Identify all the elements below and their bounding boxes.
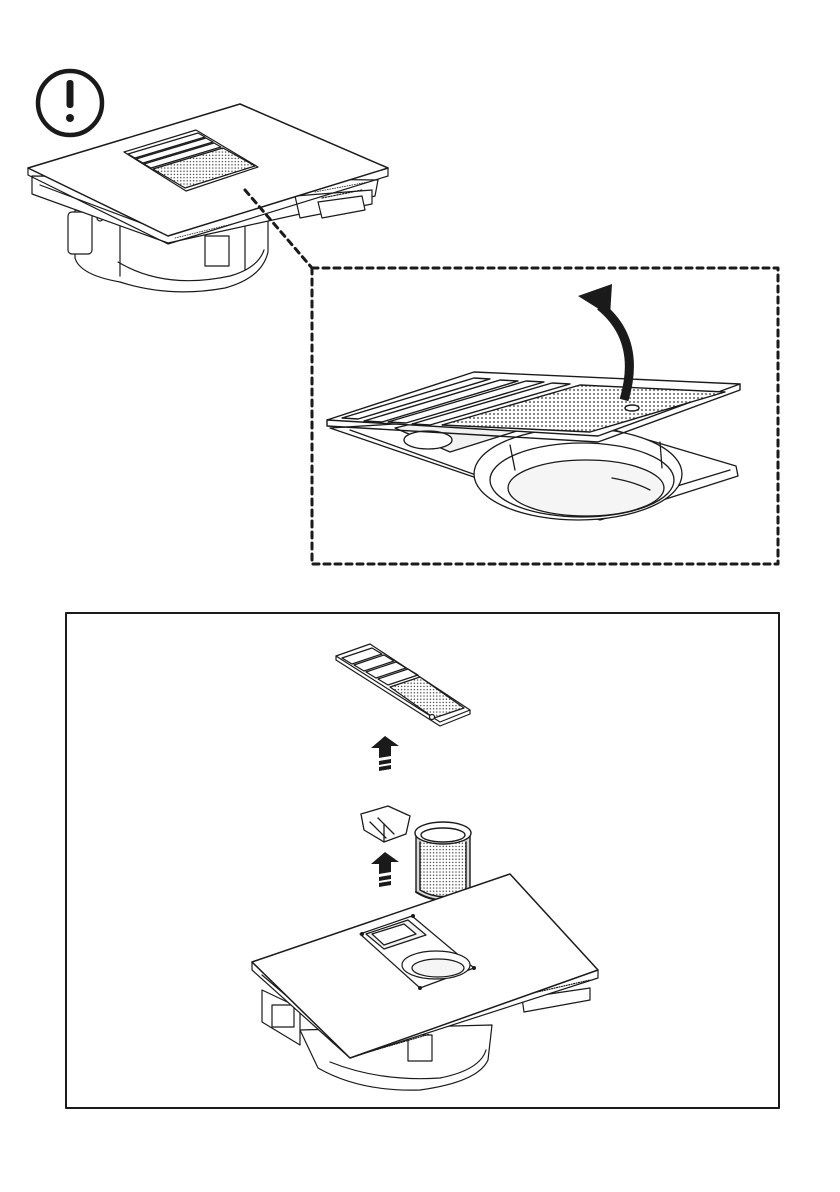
up-arrow-icon: [371, 852, 399, 887]
warning-icon: [38, 71, 102, 135]
grease-trap: [361, 806, 410, 842]
exploded-view-panel: [66, 613, 779, 1108]
up-arrow-icon: [371, 736, 399, 771]
removed-grille: [336, 644, 470, 726]
detail-panel: [312, 268, 778, 564]
bottom-hob: [252, 874, 598, 1090]
cylindrical-filter: [415, 822, 471, 900]
